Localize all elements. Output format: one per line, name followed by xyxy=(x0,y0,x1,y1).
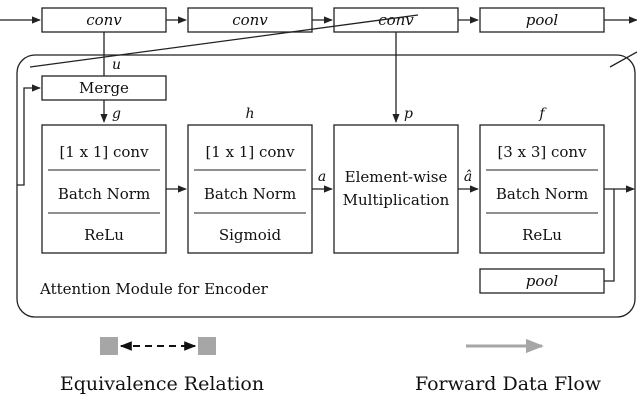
merge-input-arrow xyxy=(17,84,41,186)
var-f: f xyxy=(538,106,547,122)
top-conv-3-box: conv xyxy=(333,7,459,33)
block-g-batchnorm: Batch Norm xyxy=(58,185,150,203)
top-conv-1-box: conv xyxy=(41,7,167,33)
block-h: [1 x 1] conv Batch Norm Sigmoid xyxy=(187,124,313,254)
top-conv-3-label: conv xyxy=(378,11,414,29)
block-f-activation: ReLu xyxy=(522,226,562,244)
var-h: h xyxy=(245,106,254,122)
legend-equivalence-label: Equivalence Relation xyxy=(60,373,264,395)
var-g: g xyxy=(112,106,121,122)
block-f-batchnorm: Batch Norm xyxy=(496,185,588,203)
multiplication-line-1: Element-wise xyxy=(345,168,448,186)
multiplication-box: Element-wise Multiplication xyxy=(333,124,459,254)
block-h-batchnorm: Batch Norm xyxy=(204,185,296,203)
top-pool-box: pool xyxy=(479,7,605,33)
pool-connector xyxy=(604,189,615,282)
top-conv-2-box: conv xyxy=(187,7,313,33)
block-f: [3 x 3] conv Batch Norm ReLu xyxy=(479,124,605,254)
block-g: [1 x 1] conv Batch Norm ReLu xyxy=(41,124,167,254)
top-conv-1-label: conv xyxy=(86,11,122,29)
attention-module-container xyxy=(16,54,636,318)
top-pool-label: pool xyxy=(526,11,559,29)
diagonal-line-right xyxy=(609,51,637,68)
legend-forward-label: Forward Data Flow xyxy=(415,373,602,395)
block-f-conv: [3 x 3] conv xyxy=(497,143,587,161)
var-u: u xyxy=(112,57,121,73)
merge-label: Merge xyxy=(79,79,129,97)
var-a-hat: â xyxy=(464,169,472,185)
module-title: Attention Module for Encoder xyxy=(39,280,269,298)
block-h-activation: Sigmoid xyxy=(219,226,282,244)
block-g-conv: [1 x 1] conv xyxy=(59,143,149,161)
multiplication-line-2: Multiplication xyxy=(343,191,450,209)
merge-box: Merge xyxy=(41,75,167,101)
top-conv-2-label: conv xyxy=(232,11,268,29)
block-h-conv: [1 x 1] conv xyxy=(205,143,295,161)
module-pool-box: pool xyxy=(479,268,605,294)
var-p: p xyxy=(404,106,413,122)
diagonal-line xyxy=(29,14,419,68)
legend-square-right xyxy=(198,337,216,355)
var-a: a xyxy=(318,169,326,185)
block-g-activation: ReLu xyxy=(84,226,124,244)
legend-square-left xyxy=(100,337,118,355)
module-pool-label: pool xyxy=(526,272,559,290)
